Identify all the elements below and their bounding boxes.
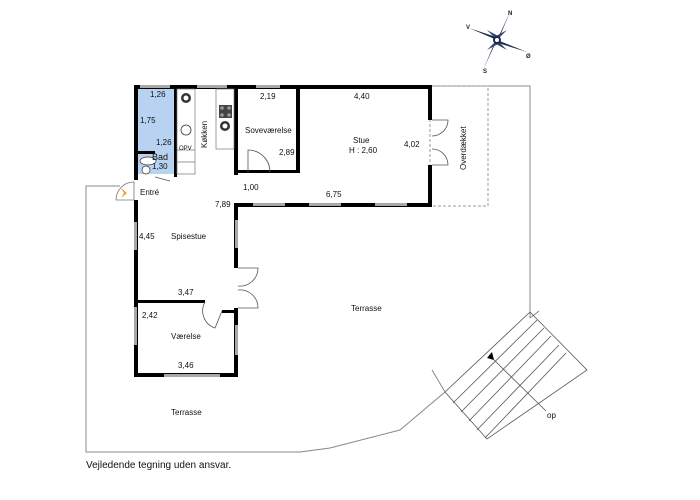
stue-label: Stue: [353, 136, 370, 145]
sove-label: Soveværelse: [245, 126, 292, 135]
stue-width: 4,40: [354, 92, 370, 101]
vaerelse-label: Værelse: [171, 332, 201, 341]
spisestue-width-dim: 3,47: [178, 288, 194, 297]
compass-north: N: [508, 11, 513, 17]
spisestue-label: Spisestue: [171, 232, 207, 241]
entre-dim: 1,00: [243, 183, 259, 192]
terrasse-bottom-label: Terrasse: [171, 408, 202, 417]
entry-door: [115, 181, 135, 201]
spisestue-corner-dim: 7,89: [215, 200, 231, 209]
bad-dim-bottom: 1,30: [152, 162, 168, 171]
windows: [134, 85, 407, 377]
stue-depth: 4,02: [404, 140, 420, 149]
spisestue-height-dim: 4,45: [139, 232, 155, 241]
vaerelse-height-dim: 2,42: [142, 311, 158, 320]
terrace-outline-right: [430, 85, 531, 318]
vaerelse-width-dim: 3,46: [178, 361, 194, 370]
entre-label: Entré: [140, 188, 160, 197]
compass-west: V: [466, 25, 471, 31]
bad-dim-top: 1,26: [150, 90, 166, 99]
overdaekket-label: Overdækket: [459, 126, 468, 170]
basin-icon: [141, 165, 151, 175]
covered-area: [429, 85, 489, 207]
kitchen-counter: [176, 88, 235, 175]
compass-south: S: [483, 69, 488, 75]
sove-depth: 2,89: [279, 148, 295, 157]
stairs-arrow-icon: [487, 352, 494, 360]
bad-dim-mid: 1,26: [156, 138, 172, 147]
bad-label: Bad: [152, 152, 169, 162]
cooktop-icon: [219, 105, 232, 131]
disclaimer-caption: Vejledende tegning uden ansvar.: [86, 460, 232, 471]
bad-dim-height: 1,75: [140, 116, 156, 125]
toilet-icon: [139, 156, 157, 166]
compass-icon: [469, 10, 527, 70]
doors: [154, 119, 449, 329]
stue-height: H : 2,60: [349, 146, 378, 155]
entry-arrow-icon: [121, 188, 127, 198]
stue-bottom: 6,75: [326, 190, 342, 199]
sink-icon: [180, 124, 192, 136]
kokken-label: Køkken: [200, 120, 209, 148]
sove-width: 2,19: [260, 92, 276, 101]
stairs: [444, 311, 588, 440]
opv-label: OPV: [179, 146, 192, 152]
terrace-outline-left: [85, 185, 446, 453]
compass-east: Ø: [526, 54, 531, 60]
stairs-label: op: [547, 411, 556, 420]
terrasse-main-label: Terrasse: [351, 304, 382, 313]
